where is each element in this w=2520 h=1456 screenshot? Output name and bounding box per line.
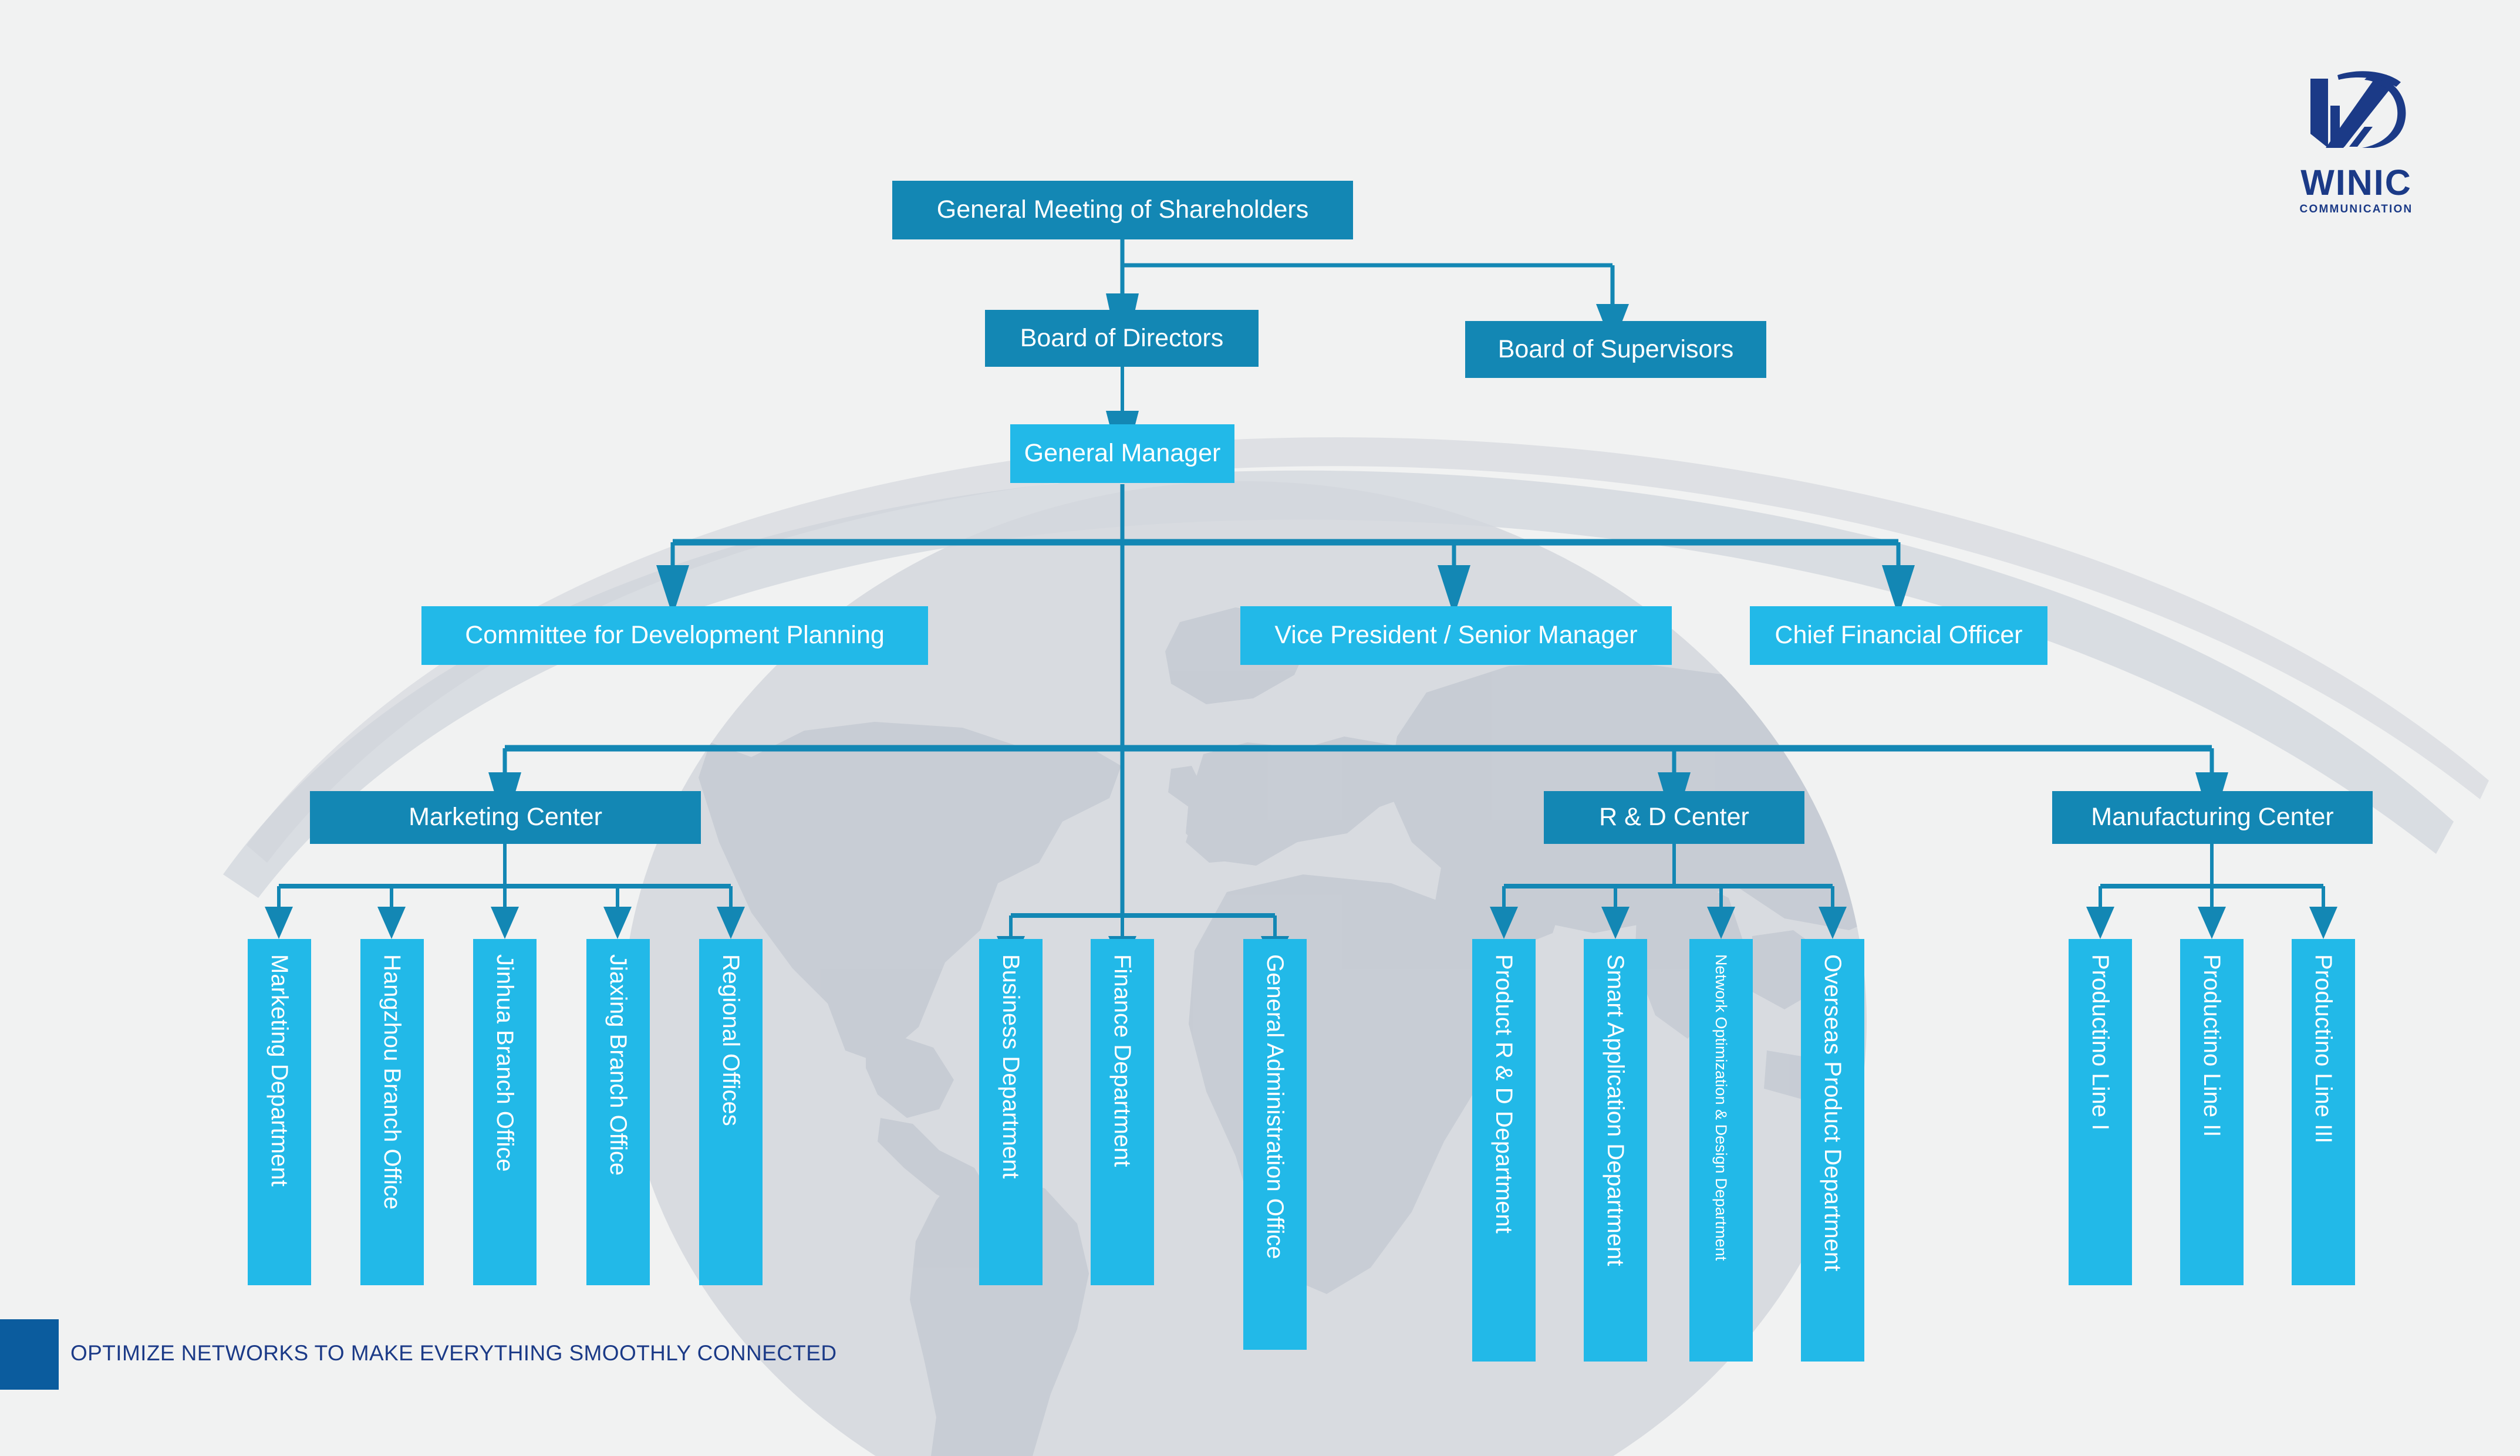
node-label: Regional Offices — [718, 954, 744, 1126]
node-network-optimization-design-department[interactable]: Network Optimization & Design Department — [1689, 939, 1753, 1362]
node-label: R & D Center — [1599, 803, 1749, 832]
winic-wd-monogram-icon — [2310, 71, 2406, 148]
node-regional-offices[interactable]: Regional Offices — [699, 939, 763, 1285]
node-committee-for-development-planning[interactable]: Committee for Development Planning — [421, 606, 928, 665]
node-label: Overseas Product Department — [1820, 954, 1846, 1272]
node-vice-president-senior-manager[interactable]: Vice President / Senior Manager — [1240, 606, 1672, 665]
node-label: Productino Line III — [2310, 954, 2336, 1144]
node-jiaxing-branch-office[interactable]: Jiaxing Branch Office — [586, 939, 650, 1285]
node-finance-department[interactable]: Finance Department — [1091, 939, 1154, 1285]
node-label: Board of Directors — [1020, 323, 1224, 352]
node-general-meeting-of-shareholders[interactable]: General Meeting of Shareholders — [892, 181, 1353, 239]
node-productino-line-ii[interactable]: Productino Line II — [2180, 939, 2244, 1285]
node-general-administration-office[interactable]: General Administration Office — [1243, 939, 1307, 1350]
brand-wordmark: WINIC — [2300, 163, 2412, 202]
node-rd-center[interactable]: R & D Center — [1544, 791, 1804, 844]
node-label: Committee for Development Planning — [465, 621, 885, 650]
node-label: Product R & D Department — [1491, 954, 1517, 1234]
node-overseas-product-department[interactable]: Overseas Product Department — [1801, 939, 1864, 1362]
node-label: General Administration Office — [1262, 954, 1288, 1259]
node-marketing-center[interactable]: Marketing Center — [310, 791, 701, 844]
node-board-of-directors[interactable]: Board of Directors — [985, 310, 1259, 367]
node-business-department[interactable]: Business Department — [979, 939, 1043, 1285]
node-label: Marketing Department — [266, 954, 292, 1187]
node-label: Finance Department — [1109, 954, 1135, 1167]
node-smart-application-department[interactable]: Smart Application Department — [1584, 939, 1647, 1362]
node-hangzhou-branch-office[interactable]: Hangzhou Branch Office — [360, 939, 424, 1285]
node-label: Chief Financial Officer — [1775, 621, 2023, 650]
node-productino-line-iii[interactable]: Productino Line III — [2292, 939, 2355, 1285]
brand-logo: WINIC COMMUNICATION — [2268, 69, 2444, 216]
node-label: Vice President / Senior Manager — [1274, 621, 1638, 650]
node-label: General Meeting of Shareholders — [936, 195, 1309, 224]
footer-color-swatch — [0, 1319, 59, 1390]
node-jinhua-branch-office[interactable]: Jinhua Branch Office — [473, 939, 537, 1285]
node-board-of-supervisors[interactable]: Board of Supervisors — [1465, 321, 1766, 378]
node-general-manager[interactable]: General Manager — [1010, 424, 1234, 483]
node-label: Business Department — [998, 954, 1024, 1179]
node-label: General Manager — [1024, 439, 1221, 468]
node-manufacturing-center[interactable]: Manufacturing Center — [2052, 791, 2373, 844]
node-label: Productino Line I — [2087, 954, 2113, 1131]
node-label: Jiaxing Branch Office — [605, 954, 631, 1176]
node-label: Marketing Center — [409, 803, 602, 832]
node-label: Board of Supervisors — [1497, 335, 1734, 363]
node-chief-financial-officer[interactable]: Chief Financial Officer — [1750, 606, 2047, 665]
node-label: Network Optimization & Design Department — [1712, 954, 1730, 1261]
node-productino-line-i[interactable]: Productino Line I — [2069, 939, 2132, 1285]
node-label: Jinhua Branch Office — [492, 954, 518, 1172]
node-marketing-department[interactable]: Marketing Department — [248, 939, 311, 1285]
footer-tagline: OPTIMIZE NETWORKS TO MAKE EVERYTHING SMO… — [70, 1341, 837, 1365]
node-label: Smart Application Department — [1603, 954, 1628, 1266]
brand-subtitle: COMMUNICATION — [2299, 203, 2413, 215]
node-product-rd-department[interactable]: Product R & D Department — [1472, 939, 1536, 1362]
node-label: Hangzhou Branch Office — [379, 954, 405, 1210]
node-label: Productino Line II — [2199, 954, 2225, 1137]
node-label: Manufacturing Center — [2091, 803, 2334, 832]
